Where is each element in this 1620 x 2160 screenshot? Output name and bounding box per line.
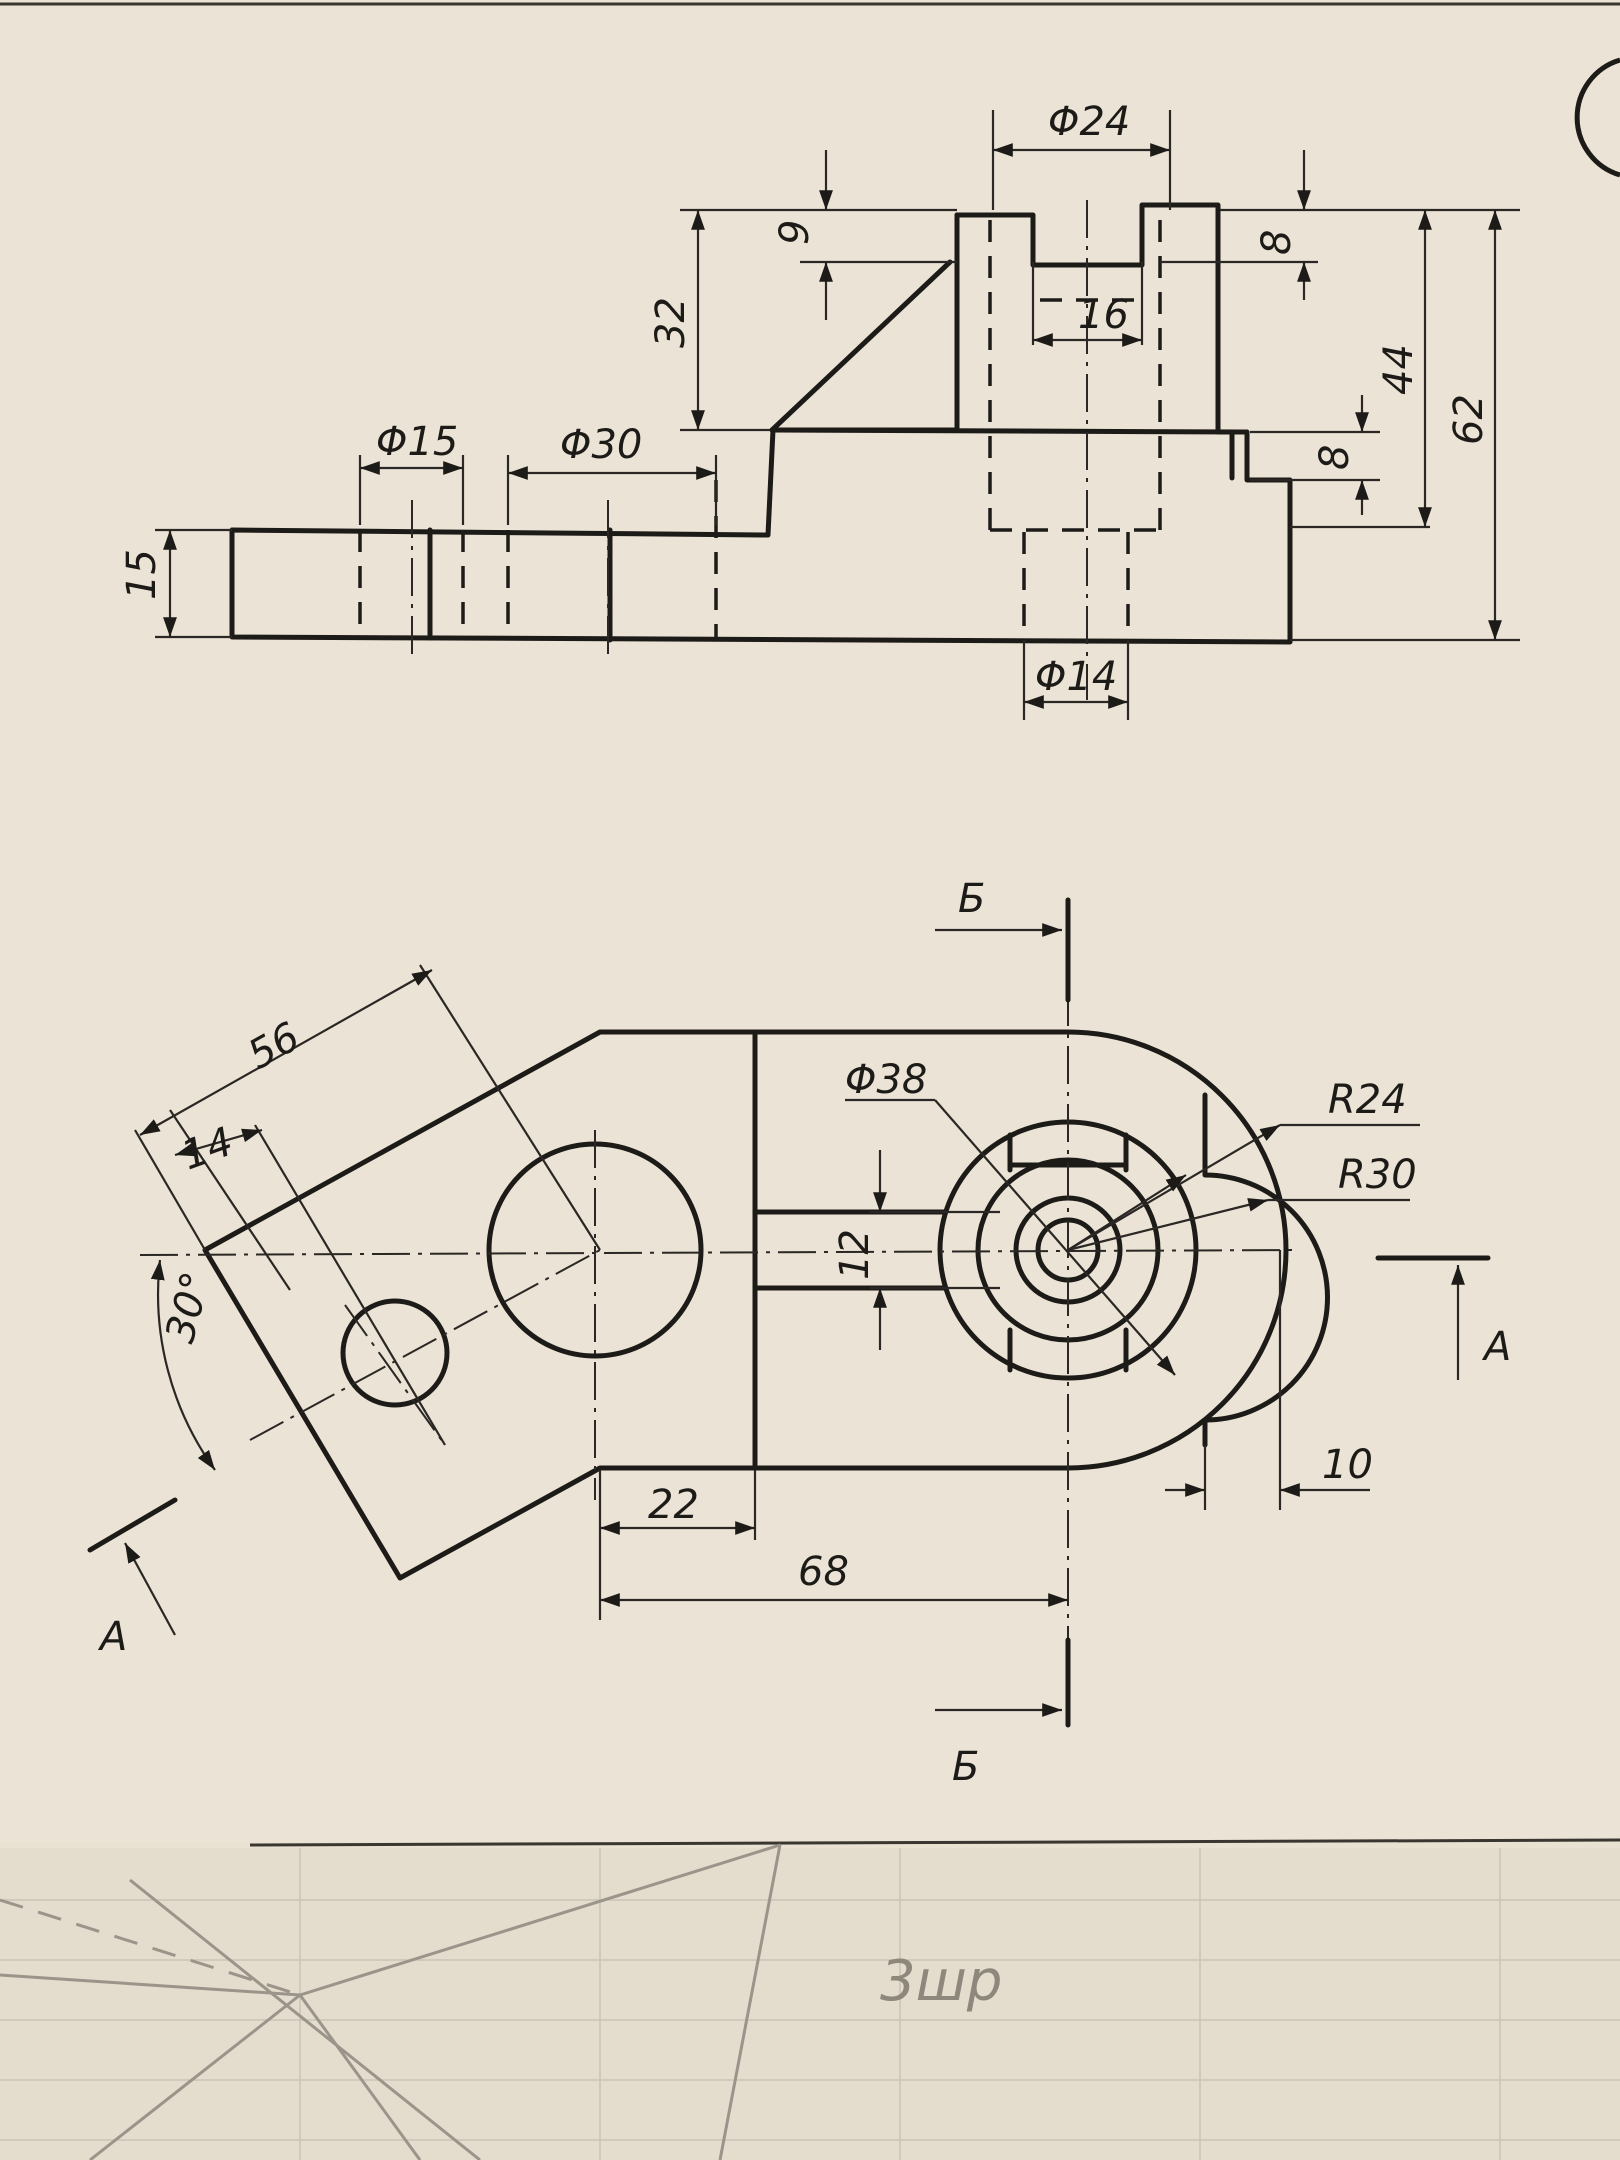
section-mark-b-bottom: Б xyxy=(952,1744,979,1790)
handwritten-note: 3шр xyxy=(880,1949,1002,2014)
dim-44: 44 xyxy=(1376,344,1422,395)
front-view xyxy=(155,110,1520,720)
dim-r24: R24 xyxy=(1328,1077,1407,1123)
dim-9: 9 xyxy=(772,220,818,245)
dim-22: 22 xyxy=(648,1482,699,1528)
dim-8-step: 8 xyxy=(1312,445,1358,470)
dim-dia-38: Φ38 xyxy=(845,1057,927,1103)
section-mark-b-top: Б xyxy=(958,876,985,922)
sheet-bottom-border xyxy=(249,1838,1620,1847)
hole-small xyxy=(340,1298,450,1408)
top-paper-sheet xyxy=(0,0,1620,1842)
dim-15: 15 xyxy=(119,549,165,600)
dim-dia-24: Φ24 xyxy=(1048,99,1130,145)
top-view-outline xyxy=(202,1029,1289,1581)
dim-dia-14: Φ14 xyxy=(1035,654,1117,700)
section-mark-a-right: A xyxy=(1481,1324,1511,1370)
dim-68: 68 xyxy=(798,1549,849,1595)
dim-62: 62 xyxy=(1446,394,1492,445)
dim-12: 12 xyxy=(832,1229,878,1280)
dim-r30: R30 xyxy=(1338,1152,1417,1198)
dim-10: 10 xyxy=(1322,1442,1373,1488)
dim-dia-15: Φ15 xyxy=(376,419,458,465)
lower-sheet-grid xyxy=(0,1843,1620,2160)
section-mark-a-left: A xyxy=(97,1614,127,1660)
dim-dia-30: Φ30 xyxy=(560,422,642,468)
dim-16: 16 xyxy=(1078,292,1129,338)
top-view xyxy=(87,897,1491,1728)
dim-32: 32 xyxy=(648,297,694,348)
dim-8-top: 8 xyxy=(1254,230,1300,255)
circle-stamp-edge xyxy=(1574,57,1620,178)
